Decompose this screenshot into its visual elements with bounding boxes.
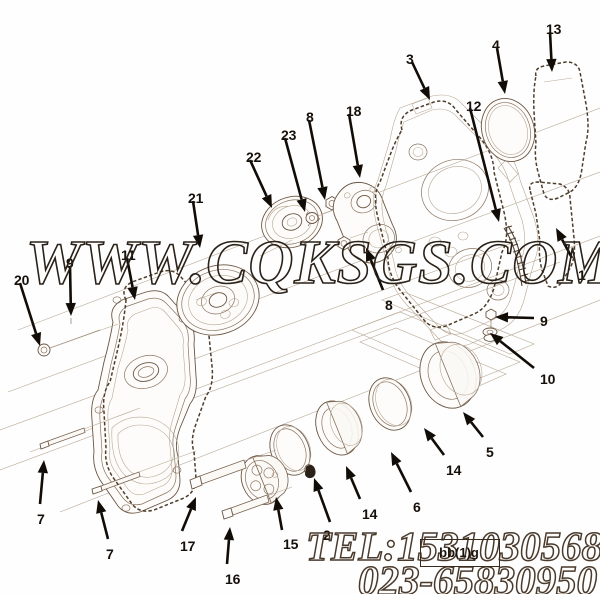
part-13-gasket <box>533 61 589 201</box>
callout-arrow-8 <box>307 119 328 200</box>
part-12-chain-segment <box>503 225 531 287</box>
part-17-capscrew <box>189 449 277 490</box>
callout-arrow-6 <box>391 452 413 493</box>
callout-number-13: 13 <box>546 21 562 37</box>
callout-arrow-8 <box>366 248 385 291</box>
callout-number-10: 10 <box>540 371 556 387</box>
callout-arrow-9 <box>65 265 76 316</box>
callout-number-14: 14 <box>446 462 462 478</box>
callout-number-9: 9 <box>66 255 74 271</box>
callout-number-1: 1 <box>578 267 586 283</box>
callout-number-7: 7 <box>37 511 45 527</box>
callout-number-16: 16 <box>225 571 241 587</box>
callout-number-22: 22 <box>246 149 262 165</box>
callout-number-5: 5 <box>486 444 494 460</box>
part-14-ring-a <box>368 377 413 431</box>
callout-number-17: 17 <box>180 538 196 554</box>
callout-arrow-7 <box>96 500 110 540</box>
part-4-oil-seal <box>480 98 536 162</box>
callout-arrow-22 <box>248 159 272 208</box>
callout-arrow-15 <box>273 497 284 531</box>
callout-number-8: 8 <box>306 109 314 125</box>
part-5-bearing-ring <box>419 341 483 409</box>
site-watermark: WWW.CQKSGS.COM <box>25 228 600 298</box>
callout-arrow-1 <box>556 228 574 259</box>
callout-number-11: 11 <box>121 247 136 263</box>
part-7-capscrew-a <box>39 407 141 450</box>
callout-arrow-9 <box>495 312 535 323</box>
callout-arrow-14 <box>346 466 362 500</box>
callout-number-7: 7 <box>106 546 114 562</box>
callout-number-14: 14 <box>362 506 378 522</box>
callout-arrow-4 <box>495 47 508 94</box>
callout-arrow-14 <box>424 428 446 456</box>
callout-arrow-10 <box>490 333 535 370</box>
callout-number-4: 4 <box>492 37 500 53</box>
callout-number-21: 21 <box>188 190 204 206</box>
part-16-capscrew <box>221 486 293 520</box>
part-7-capscrew-b <box>91 450 197 495</box>
part-1-gasket-strip <box>528 181 576 289</box>
part-8-nut-lower <box>337 235 351 251</box>
part-3-housing-gasket <box>374 100 508 328</box>
callout-arrow-21 <box>191 200 204 248</box>
part-2-dowel <box>304 464 316 479</box>
part-15-hub <box>240 455 289 505</box>
callout-number-20: 20 <box>14 272 30 288</box>
phone-watermark-line1: TEL:15310305680 <box>305 522 600 570</box>
witness-lines <box>49 209 369 349</box>
callout-number-3: 3 <box>406 51 414 67</box>
callout-number-23: 23 <box>281 127 297 143</box>
callout-number-8: 8 <box>385 297 393 313</box>
figure-reference-label: bb(1)g <box>439 545 479 560</box>
callout-number-6: 6 <box>413 499 421 515</box>
part-21-gear <box>176 264 260 336</box>
callout-number-12: 12 <box>466 98 482 114</box>
part-23-washer <box>305 211 321 227</box>
callout-arrow-17 <box>180 497 196 532</box>
callout-arrow-2 <box>313 478 332 523</box>
callout-arrow-18 <box>347 113 363 178</box>
callout-arrow-13 <box>546 31 557 72</box>
part-6-spacer-ring <box>315 400 363 456</box>
callout-arrow-12 <box>468 107 501 222</box>
callout-number-2: 2 <box>323 527 331 543</box>
callout-arrow-7 <box>37 460 49 505</box>
figure-reference-box <box>420 539 500 567</box>
callout-arrow-23 <box>283 137 307 212</box>
callout-arrow-11 <box>125 257 138 300</box>
part-22-idler-gear <box>261 195 323 249</box>
callout-arrow-20 <box>18 282 42 346</box>
callout-arrow-3 <box>410 61 430 100</box>
callout-arrow-5 <box>463 412 485 438</box>
callout-number-18: 18 <box>346 103 362 119</box>
part-10-washer-right <box>482 327 498 342</box>
callout-number-9: 9 <box>540 313 548 329</box>
part-21-cover-gasket <box>102 269 214 512</box>
callout-number-15: 15 <box>283 536 299 552</box>
callout-arrow-16 <box>223 527 235 565</box>
phone-watermark-line2: 023-65830950 <box>357 556 598 594</box>
